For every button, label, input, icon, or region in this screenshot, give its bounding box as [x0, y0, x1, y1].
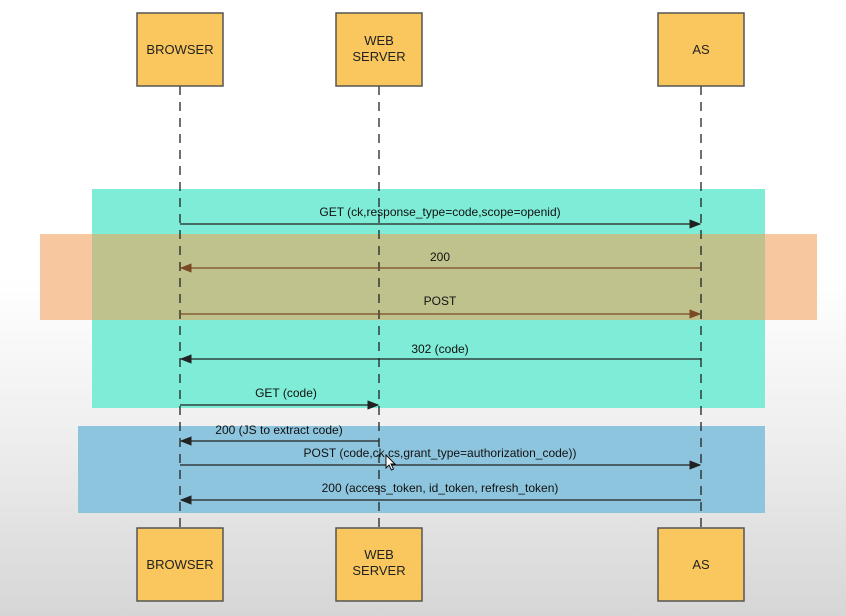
actor-label-line-1: WEB [364, 33, 394, 48]
actor-browser-top: BROWSER [136, 12, 224, 87]
message-label: 302 (code) [411, 342, 468, 356]
message-label: POST [424, 294, 457, 308]
actor-label: BROWSER [146, 557, 213, 572]
actor-label: AS [692, 557, 710, 572]
message-4: 302 (code) [179, 342, 701, 364]
message-label: GET (code) [255, 386, 317, 400]
lifelines [179, 86, 702, 528]
actor-label-line-2: SERVER [352, 563, 405, 578]
message-8: 200 (access_token, id_token, refresh_tok… [179, 481, 701, 505]
message-label: 200 [430, 250, 450, 264]
actor-as-bottom: AS [657, 527, 745, 602]
highlight-bands [40, 189, 817, 513]
message-6: 200 (JS to extract code) [179, 423, 379, 446]
message-label: 200 (JS to extract code) [215, 423, 342, 437]
actor-label: BROWSER [146, 42, 213, 57]
actor-webserver-top: WEB SERVER [335, 12, 423, 87]
actor-label-line-2: SERVER [352, 49, 405, 64]
actor-as-top: AS [657, 12, 745, 87]
band-overlap [92, 234, 765, 320]
message-2: 200 [179, 250, 701, 273]
message-1: GET (ck,response_type=code,scope=openid) [180, 205, 702, 229]
message-5: GET (code) [180, 386, 380, 410]
message-label: POST (code,ck,cs,grant_type=authorizatio… [304, 446, 577, 460]
actor-label-line-1: WEB [364, 547, 394, 562]
mouse-cursor-icon [385, 453, 397, 471]
message-label: 200 (access_token, id_token, refresh_tok… [322, 481, 559, 495]
actor-webserver-bottom: WEB SERVER [335, 527, 423, 602]
message-7: POST (code,ck,cs,grant_type=authorizatio… [180, 446, 702, 470]
message-label: GET (ck,response_type=code,scope=openid) [319, 205, 560, 219]
actor-browser-bottom: BROWSER [136, 527, 224, 602]
message-3: POST [180, 294, 702, 319]
actor-label: AS [692, 42, 710, 57]
